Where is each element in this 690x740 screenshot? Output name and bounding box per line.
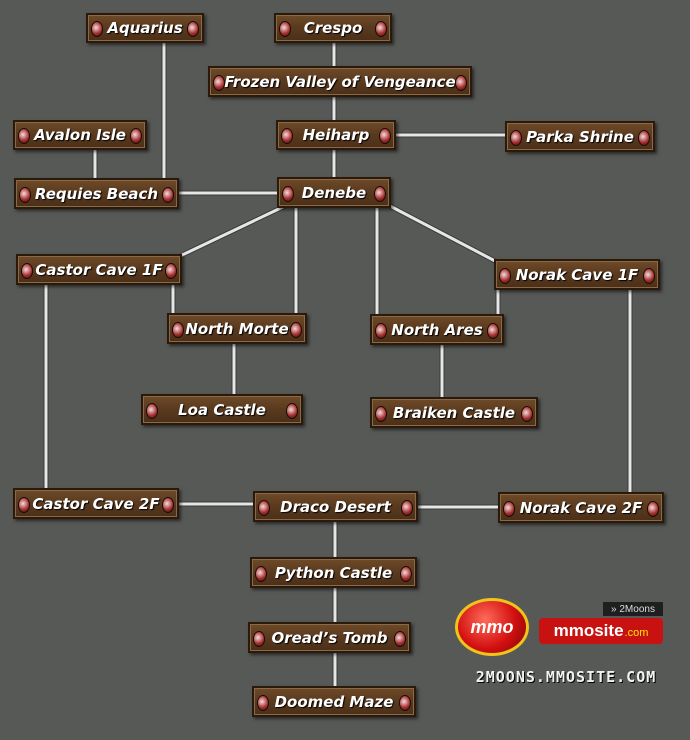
wordmark-text: mmosite [553, 621, 624, 640]
connector-denebe-norak1 [389, 204, 498, 264]
location-label: Python Castle [274, 563, 393, 582]
location-node-python: Python Castle [250, 557, 417, 588]
site-url: 2MOONS.MMOSITE.COM [475, 668, 657, 686]
location-label: Norak Cave 1F [515, 265, 639, 284]
location-label: Castor Cave 2F [32, 494, 160, 513]
location-node-braiken: Braiken Castle [370, 397, 538, 428]
location-label: North Ares [391, 320, 483, 339]
location-node-castor2: Castor Cave 2F [13, 488, 179, 519]
location-node-castor1: Castor Cave 1F [16, 254, 182, 285]
mmosite-logo: mmo » 2Moons mmosite .com [455, 598, 675, 662]
mmosite-wordmark: mmosite .com [539, 618, 663, 644]
location-label: Requies Beach [34, 184, 159, 203]
location-label: Oread’s Tomb [271, 628, 388, 647]
location-label: Heiharp [302, 126, 370, 144]
wordmark-suffix: .com [624, 627, 649, 639]
location-label: Doomed Maze [274, 692, 394, 711]
location-node-northmorte: North Morte [167, 313, 307, 344]
location-label: Avalon Isle [34, 126, 126, 144]
location-node-heiharp: Heiharp [276, 120, 396, 150]
location-label: Crespo [303, 19, 363, 37]
location-label: Aquarius [107, 19, 183, 37]
location-label: Loa Castle [178, 400, 266, 419]
location-node-requies: Requies Beach [14, 178, 179, 209]
location-node-draco: Draco Desert [253, 491, 418, 522]
location-label: Frozen Valley of Vengeance [224, 72, 456, 91]
location-label: Braiken Castle [392, 403, 516, 422]
location-node-denebe: Denebe [277, 177, 391, 208]
location-node-oread: Oread’s Tomb [248, 622, 411, 653]
location-node-frozen: Frozen Valley of Vengeance [208, 66, 472, 97]
location-node-parka: Parka Shrine [505, 121, 655, 152]
location-label: Norak Cave 2F [519, 498, 643, 517]
location-node-crespo: Crespo [274, 13, 392, 43]
location-node-norak2: Norak Cave 2F [498, 492, 664, 523]
location-node-norak1: Norak Cave 1F [494, 259, 660, 290]
location-label: Draco Desert [280, 497, 391, 516]
location-node-northares: North Ares [370, 314, 504, 345]
location-label: Castor Cave 1F [35, 260, 163, 279]
location-label: Denebe [301, 183, 367, 202]
mmo-badge-text: mmo [470, 616, 514, 637]
location-node-doomed: Doomed Maze [252, 686, 416, 717]
mmo-badge: mmo [455, 598, 529, 656]
location-node-loa: Loa Castle [141, 394, 303, 425]
location-node-aquarius: Aquarius [86, 13, 204, 43]
location-node-avalon: Avalon Isle [13, 120, 147, 150]
game-tag: » 2Moons [603, 602, 663, 616]
location-label: North Morte [185, 319, 289, 338]
connector-denebe-castor1 [177, 204, 286, 259]
location-label: Parka Shrine [526, 127, 634, 146]
